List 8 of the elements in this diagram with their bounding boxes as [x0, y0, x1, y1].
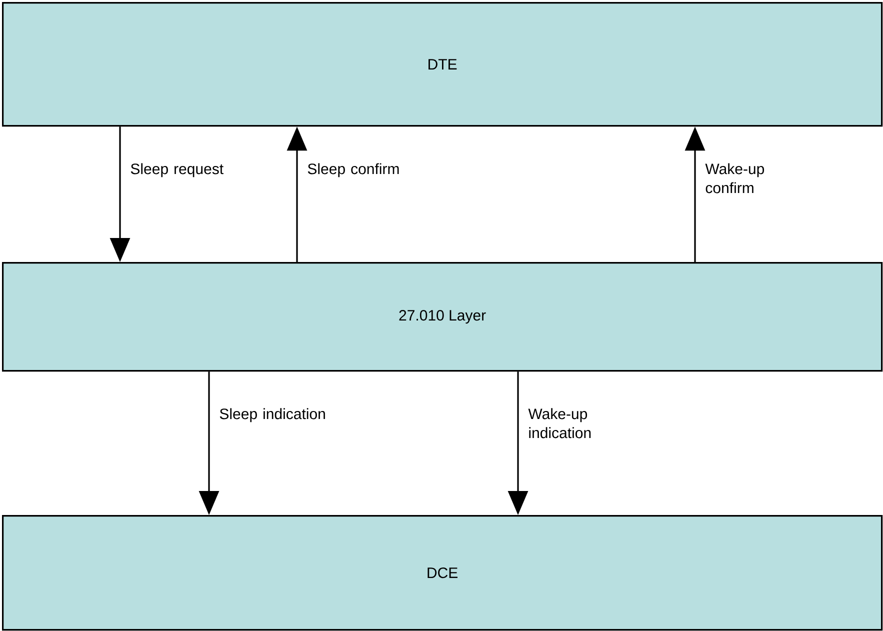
edge-label: Sleep indication	[220, 408, 325, 422]
edge-label: Wake-up confirm	[705, 163, 764, 194]
layer-box: DCE	[2, 514, 883, 631]
edge-label: Sleep confirm	[308, 163, 399, 178]
edge-label: Wake-up indication	[528, 408, 591, 438]
layer-box: 27.010 Layer	[2, 262, 883, 372]
layer-box: DTE	[2, 2, 883, 127]
edge-label: Sleep request	[130, 163, 224, 178]
